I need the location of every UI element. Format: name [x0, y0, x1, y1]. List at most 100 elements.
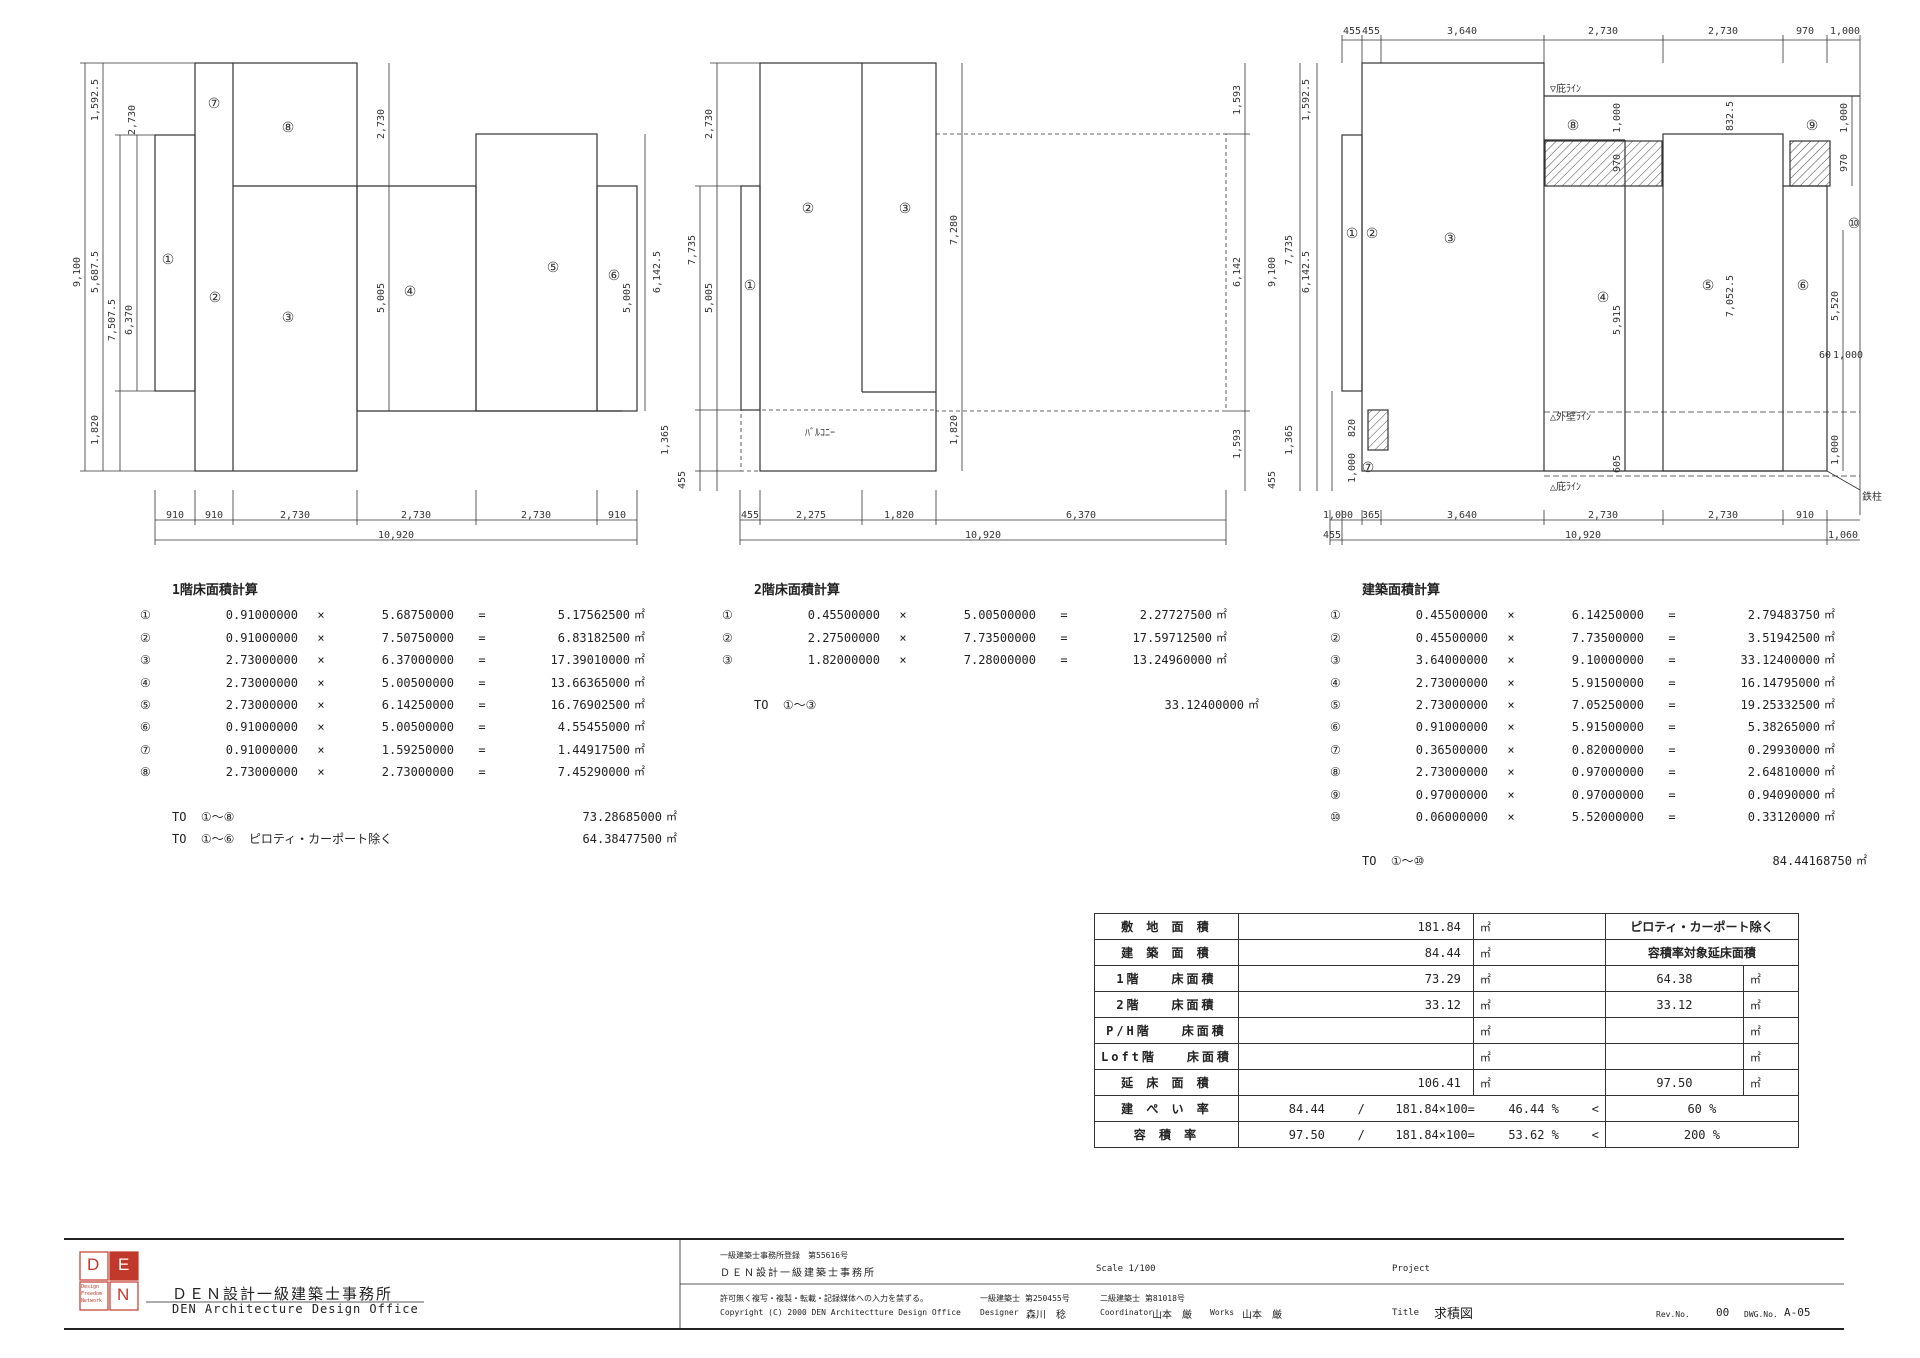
b-dim-i2: 832.5: [1725, 101, 1736, 131]
calc-row-width: 3.64000000: [1415, 653, 1488, 668]
b-dim-t5: 970: [1796, 26, 1814, 37]
b-note-wall-line: △外壁ﾗｲﾝ: [1550, 410, 1591, 423]
calc-row-result: 1.44917500: [557, 742, 630, 757]
calc-row-equals: =: [478, 630, 486, 645]
calc-row-depth: 5.52000000: [1571, 810, 1644, 825]
ratio-formula: 84.44/181.84×100=46.44 %<: [1237, 1095, 1606, 1122]
calc-row-times: ×: [1507, 653, 1515, 668]
calc-row-equals: =: [1668, 742, 1676, 757]
b-dim-t2: 3,640: [1447, 26, 1477, 37]
calc-row-width: 0.45500000: [807, 608, 880, 623]
dwg-no: A-05: [1784, 1306, 1811, 1319]
summary-right-value: 33.12: [1604, 991, 1744, 1018]
works-name: 山本 厳: [1242, 1310, 1282, 1321]
calc-row-depth: 0.97000000: [1571, 787, 1644, 802]
calc-row-unit: ㎡: [634, 698, 645, 712]
calc-row-unit: ㎡: [634, 630, 645, 644]
calc-row-depth: 6.14250000: [1571, 608, 1644, 623]
calc-row-unit: ㎡: [1216, 653, 1227, 667]
calc-row-id: ②: [722, 630, 733, 645]
ratio-num: 97.50: [1288, 1127, 1325, 1142]
b-dim-l4: 1,365: [1284, 425, 1295, 455]
calc-row-result: 13.66365000: [550, 675, 630, 690]
calc-row-equals: =: [1668, 720, 1676, 735]
calc-row-result: 5.17562500: [557, 608, 630, 623]
calc-row-unit: ㎡: [1216, 608, 1227, 622]
calc-row-width: 0.45500000: [1415, 630, 1488, 645]
ratio-pct: 53.62 %: [1508, 1127, 1559, 1142]
designer-name: 森川 稔: [1026, 1310, 1066, 1321]
calc-row-depth: 7.05250000: [1571, 698, 1644, 713]
b-dim-i3: 1,000: [1839, 103, 1850, 133]
calc-row-result: 7.45290000: [557, 765, 630, 780]
summary-label: 延 床 面 積: [1094, 1069, 1239, 1096]
calc-row-id: ④: [1330, 675, 1341, 690]
f1-dim-2730-inner: 2,730: [376, 109, 387, 139]
b-dim-i11: 1,000: [1830, 435, 1841, 465]
calc-row-equals: =: [1060, 608, 1068, 623]
calc-row-id: ⑩: [1330, 810, 1341, 825]
calc-row-result: 13.24960000: [1132, 653, 1212, 668]
calc-row-unit: ㎡: [634, 765, 645, 779]
summary-value: 181.84: [1237, 913, 1474, 940]
office-name-jp2: ＤＥＮ設計一級建築士事務所: [720, 1268, 876, 1279]
logo-small-text: Design Freedom Network: [81, 1284, 103, 1304]
floor2-dim-lines: [695, 62, 1250, 545]
b-dim-tot0: 455: [1323, 530, 1341, 541]
calc-total-label: TO ①～⑧: [172, 809, 235, 824]
calc-row-depth: 5.00500000: [963, 608, 1036, 623]
calc-row-width: 0.91000000: [225, 630, 298, 645]
calc-row-depth: 6.14250000: [381, 698, 454, 713]
b-dim-i1: 970: [1612, 154, 1623, 172]
summary-right-unit: ㎡: [1742, 1017, 1799, 1044]
calc-row-unit: ㎡: [634, 675, 645, 689]
summary-value: 84.44: [1237, 939, 1474, 966]
calc-row-id: ⑤: [140, 698, 151, 713]
calc-row-depth: 6.37000000: [381, 653, 454, 668]
calc-row-width: 0.97000000: [1415, 787, 1488, 802]
calc2-title: 2階床面積計算: [754, 583, 840, 598]
b-dim-t0: 455: [1343, 26, 1361, 37]
b-dim-i4: 970: [1839, 154, 1850, 172]
summary-label: 敷 地 面 積: [1094, 913, 1239, 940]
f2-dim-l0: 2,730: [704, 109, 715, 139]
calc-row-equals: =: [1668, 787, 1676, 802]
calc-row-depth: 2.73000000: [381, 765, 454, 780]
calc-row-equals: =: [1668, 608, 1676, 623]
f1-label-4: ④: [404, 284, 417, 300]
f2-dim-b3: 6,370: [1066, 510, 1096, 521]
f2-label-1: ①: [744, 278, 757, 294]
summary-right-header: 容積率対象延床面積: [1604, 939, 1799, 966]
b-dim-l1: 7,735: [1284, 235, 1295, 265]
summary-value: [1237, 1043, 1474, 1070]
calc-total-label: TO ①～③: [754, 697, 817, 712]
f1-label-6: ⑥: [608, 268, 621, 284]
floor1-dim-text: 9,100 5,687.5 7,507.5 6,370 1,592.5 2,73…: [72, 79, 663, 541]
calc-row-unit: ㎡: [1824, 720, 1835, 734]
calc-row-id: ①: [722, 608, 733, 623]
logo-box-n: [109, 1281, 139, 1311]
calc-total-value: 84.44168750: [1772, 854, 1852, 869]
calc-row-width: 0.06000000: [1415, 810, 1488, 825]
summary-right-value: 97.50: [1604, 1069, 1744, 1096]
license-1: 一級建築士 第250455号: [980, 1294, 1070, 1303]
calc-row-equals: =: [478, 653, 486, 668]
summary-label: 1階 床面積: [1094, 965, 1239, 992]
b-dim-i5: 5,915: [1612, 305, 1623, 335]
calc-row-depth: 7.73500000: [1571, 630, 1644, 645]
